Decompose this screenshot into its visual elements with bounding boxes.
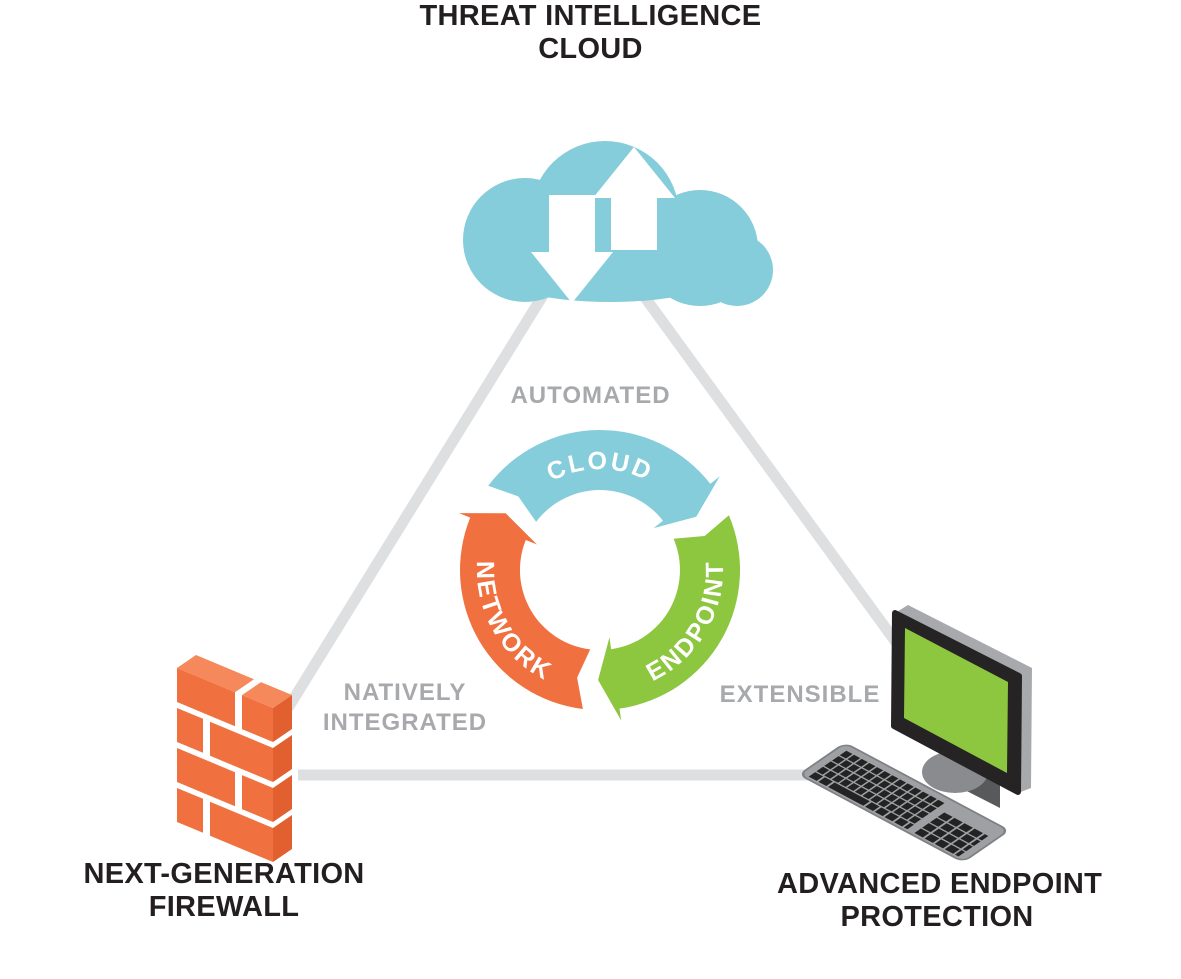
triangle-edges — [283, 288, 943, 781]
brick-top-face — [242, 682, 292, 708]
keyboard-key-row — [816, 766, 922, 824]
edge-label-natively-integrated-line1: NATIVELY — [343, 679, 467, 706]
brick-side-face — [273, 775, 292, 822]
keyboard-spacebar-row — [808, 772, 914, 830]
monitor-screen — [904, 628, 1008, 773]
cycle-diagram: CLOUD NETWORK ENDPOINT — [459, 429, 741, 721]
edge-label-natively-integrated-line2: INTEGRATED — [322, 709, 488, 736]
keyboard-numpad-row — [922, 823, 973, 852]
brick-front-face — [177, 668, 235, 727]
brick-front-face — [210, 721, 273, 782]
brick-front-face — [177, 748, 235, 807]
firewall-node-label-line2: FIREWALL — [148, 891, 300, 923]
cycle-arrow-network — [459, 513, 591, 709]
brick-front-face — [177, 708, 203, 753]
brick-front-face — [242, 695, 273, 742]
brick-front-face — [210, 801, 273, 862]
download-arrow-icon — [531, 195, 613, 303]
endpoint-node-label: ADVANCED ENDPOINT PROTECTION — [777, 868, 1103, 934]
keyboard-key-row — [839, 750, 945, 808]
brick-side-face — [273, 695, 292, 742]
keyboard-numpad-row — [914, 828, 966, 857]
brick-front-face — [177, 788, 203, 833]
desktop-computer-icon — [801, 605, 1032, 861]
edge-line-cloud-to-endpoint — [636, 288, 943, 704]
endpoint-node-label-line2: PROTECTION — [840, 901, 1034, 933]
firewall-node-label-line1: NEXT-GENERATION — [83, 858, 365, 890]
cloud-node-label-line2: CLOUD — [538, 33, 643, 65]
cloud-base — [490, 238, 730, 302]
firewall-brick-icon — [177, 655, 292, 862]
keyboard-numpad-row — [937, 812, 989, 841]
cycle-arrow-endpoint — [598, 515, 741, 721]
brick-top-face — [177, 655, 254, 693]
brick-front-face — [242, 775, 273, 822]
brick-side-face — [273, 735, 292, 782]
monitor-back-edge — [895, 605, 1032, 793]
cloud-node-label-line1: THREAT INTELLIGENCE — [419, 0, 762, 32]
cloud-lobe-far-right — [701, 234, 773, 306]
edge-line-cloud-to-firewall — [283, 289, 550, 711]
keyboard-numpad-row — [929, 817, 981, 846]
cloud-sync-icon — [463, 141, 773, 306]
cycle-arrow-cloud — [488, 429, 720, 529]
brick-side-face — [273, 815, 292, 862]
endpoint-node-label-line1: ADVANCED ENDPOINT — [777, 868, 1103, 900]
keyboard-key-row — [832, 756, 938, 814]
edge-label-natively-integrated: NATIVELY INTEGRATED — [285, 678, 525, 738]
cloud-node-label: THREAT INTELLIGENCE CLOUD — [0, 0, 1181, 66]
firewall-node-label: NEXT-GENERATION FIREWALL — [64, 858, 384, 924]
keyboard — [801, 744, 1007, 861]
edge-label-automated: AUTOMATED — [510, 382, 671, 409]
edge-label-extensible: EXTENSIBLE — [719, 681, 881, 708]
keyboard-key-row — [824, 761, 930, 819]
upload-arrow-icon — [593, 147, 675, 250]
